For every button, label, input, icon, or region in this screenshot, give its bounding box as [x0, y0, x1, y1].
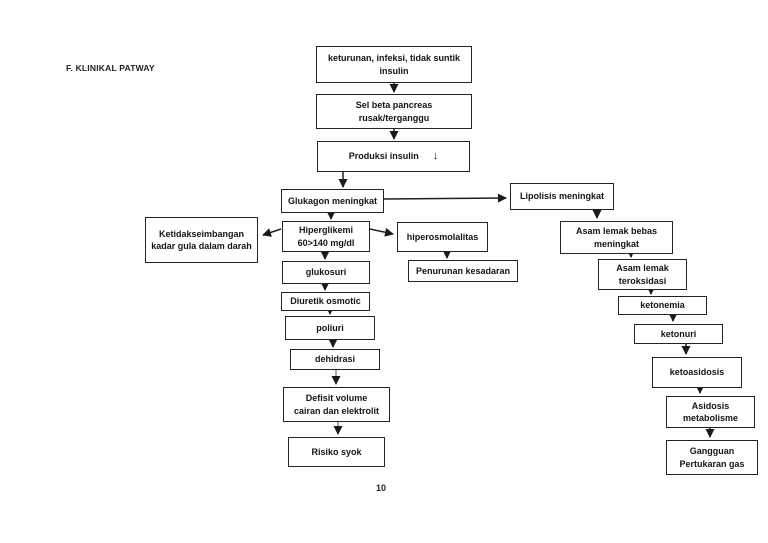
node-sel-beta-pancreas: Sel beta pancreas rusak/terganggu	[316, 94, 472, 129]
node-glukagon-meningkat: Glukagon meningkat	[281, 189, 384, 213]
node-glukosuri: glukosuri	[282, 261, 370, 284]
node-hiperglikemi: Hiperglikemi 60>140 mg/dl	[282, 221, 370, 252]
node-poliuri: poliuri	[285, 316, 375, 340]
node-dehidrasi: dehidrasi	[290, 349, 380, 370]
node-ketonemia: ketonemia	[618, 296, 707, 315]
node-asidosis-metabolisme: Asidosis metabolisme	[666, 396, 755, 428]
decrease-arrow-icon: ↓	[432, 150, 439, 162]
node-ketoasidosis: ketoasidosis	[652, 357, 742, 388]
page-title: F. KLINIKAL PATWAY	[66, 63, 155, 73]
node-asam-lemak-bebas: Asam lemak bebas meningkat	[560, 221, 673, 254]
page-number: 10	[375, 483, 386, 493]
node-keturunan-infeksi: keturunan, infeksi, tidak suntik insulin	[316, 46, 472, 83]
node-ketonuri: ketonuri	[634, 324, 723, 344]
node-asam-lemak-teroksidasi: Asam lemak teroksidasi	[598, 259, 687, 290]
node-risiko-syok: Risiko syok	[288, 437, 385, 467]
node-gangguan-pertukaran-gas: Gangguan Pertukaran gas	[666, 440, 758, 475]
node-hiperosmolalitas: hiperosmolalitas	[397, 222, 488, 252]
node-defisit-volume-cairan: Defisit volume cairan dan elektrolit	[283, 387, 390, 422]
node-produksi-insulin-label: Produksi insulin	[348, 151, 419, 162]
node-lipolisis-meningkat: Lipolisis meningkat	[510, 183, 614, 210]
node-ketidakseimbangan-gula-darah: Ketidakseimbangan kadar gula dalam darah	[145, 217, 258, 263]
node-produksi-insulin: Produksi insulin ↓	[317, 141, 470, 172]
node-penurunan-kesadaran: Penurunan kesadaran	[408, 260, 518, 282]
node-diuretik-osmotic: Diuretik osmotic	[281, 292, 370, 311]
